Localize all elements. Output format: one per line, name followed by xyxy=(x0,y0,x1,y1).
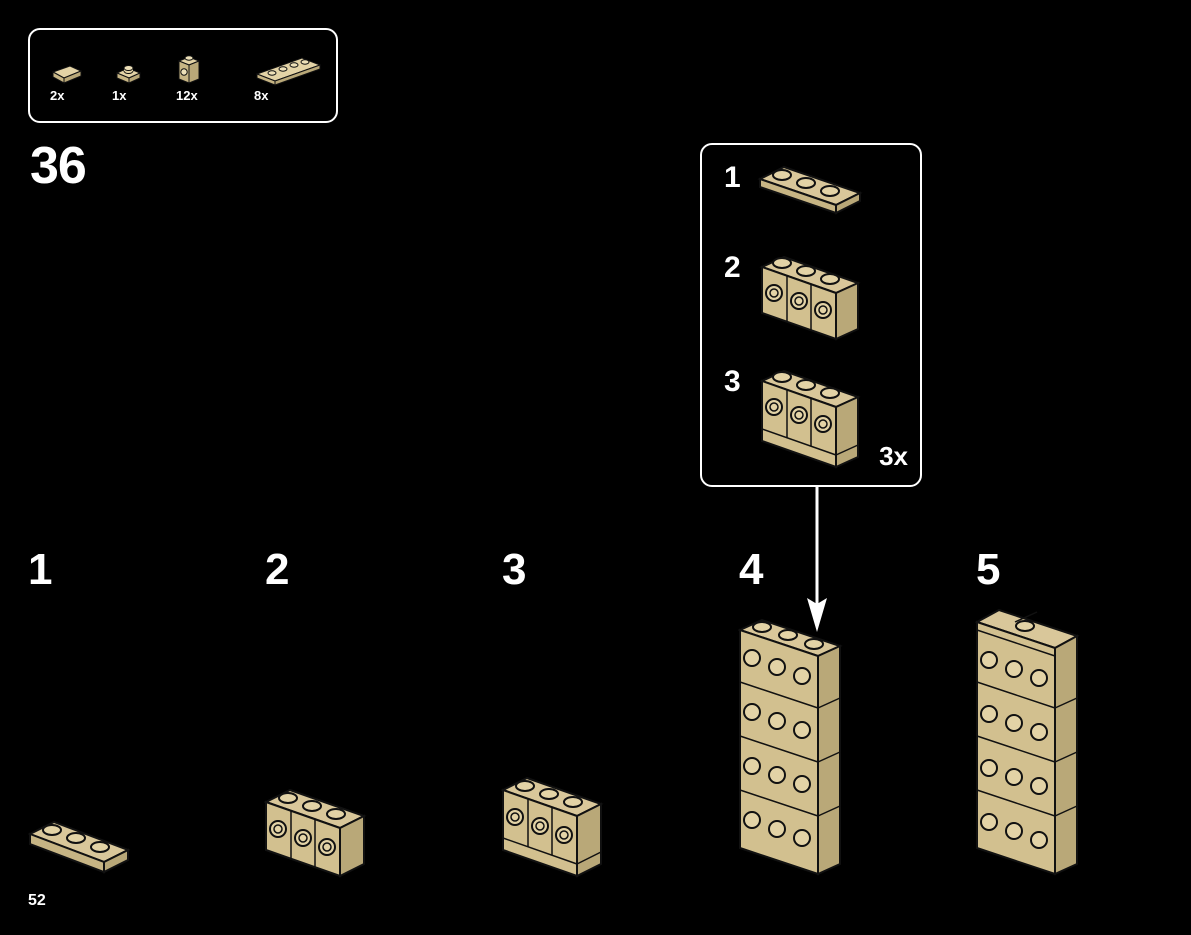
brick-1x3-on-plate-icon xyxy=(759,369,861,469)
phase-1-plate-icon xyxy=(28,820,131,874)
sub-step-label: 1 xyxy=(724,161,741,194)
sub-assembly-box: 1 2 3 3x xyxy=(700,143,922,487)
phase-5-column-icon xyxy=(975,608,1080,876)
brick-1x3-side-studs-icon xyxy=(759,255,861,341)
tile-1x2-icon xyxy=(51,65,83,84)
part-qty: 8x xyxy=(254,88,269,103)
brick-1x1-side-stud-icon xyxy=(177,55,201,84)
phase-2-brick-icon xyxy=(264,788,367,878)
part-qty: 1x xyxy=(112,88,127,103)
parts-list-item: 2x xyxy=(50,62,84,103)
sub-step-label: 2 xyxy=(724,251,741,284)
phase-label: 4 xyxy=(739,545,764,594)
plate-1x4-icon xyxy=(255,57,322,86)
plate-1x3-icon xyxy=(757,165,863,215)
phase-label: 5 xyxy=(976,545,1001,594)
sub-step-label: 3 xyxy=(724,365,741,398)
phase-label: 3 xyxy=(502,545,527,594)
phase-3-brick-icon xyxy=(501,776,604,878)
parts-list-item: 12x xyxy=(176,52,202,103)
phase-4-column-icon xyxy=(738,618,843,876)
parts-list-box: 2x 1x 12x 8x xyxy=(28,28,338,123)
step-number: 36 xyxy=(30,137,87,195)
page-number: 52 xyxy=(28,892,46,909)
sub-assembly-multiplier: 3x xyxy=(879,441,908,471)
arrow-down-icon xyxy=(807,486,827,632)
parts-list-item: 8x xyxy=(254,52,324,103)
parts-list-item: 1x xyxy=(112,62,146,103)
plate-1x1-icon xyxy=(115,65,142,84)
phase-label: 2 xyxy=(265,545,290,594)
part-qty: 12x xyxy=(176,88,198,103)
phase-label: 1 xyxy=(28,545,53,594)
part-qty: 2x xyxy=(50,88,65,103)
